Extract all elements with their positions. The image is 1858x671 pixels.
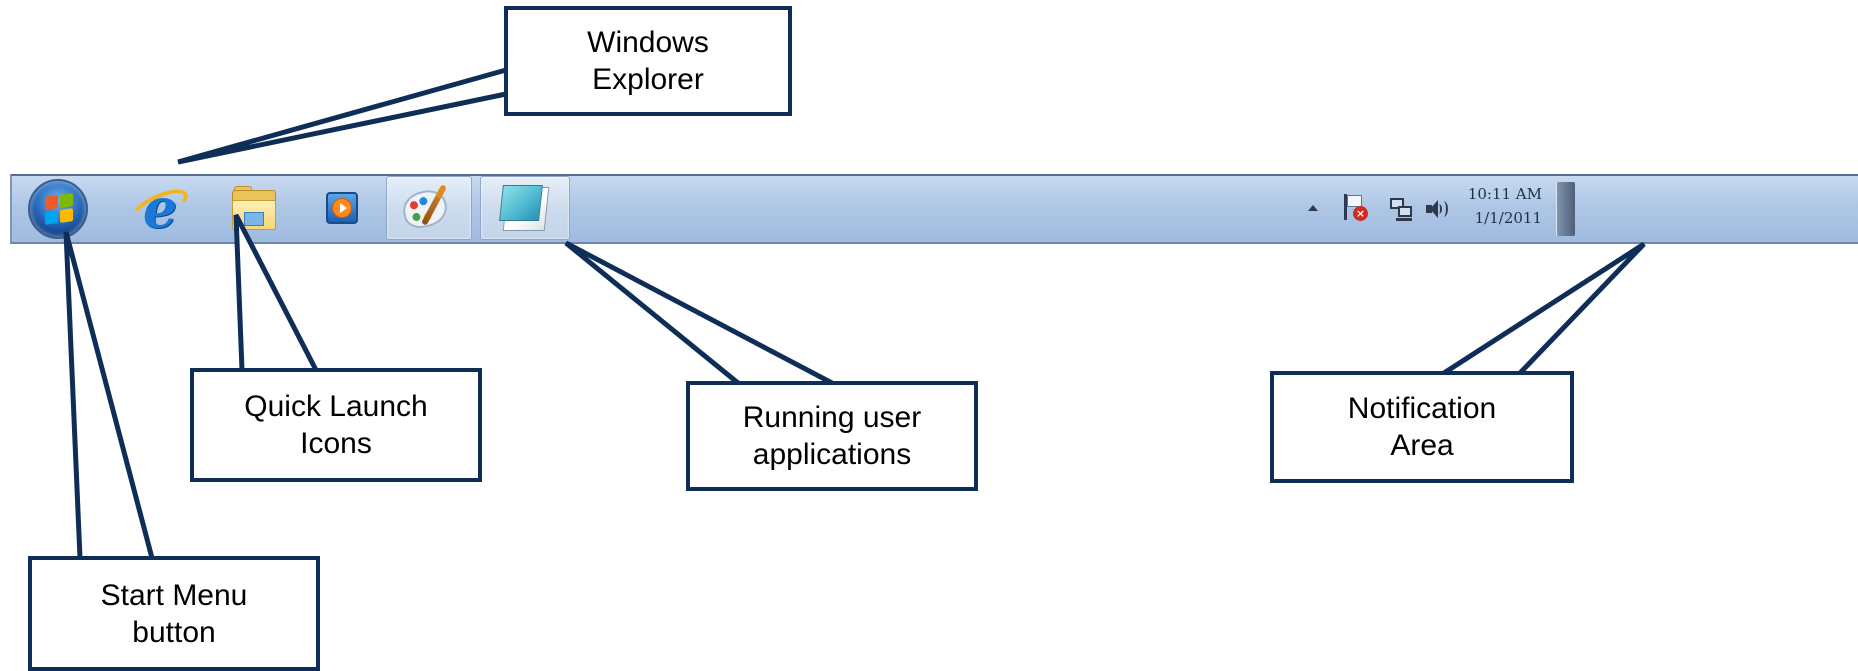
start-menu-button[interactable] xyxy=(28,179,88,239)
internet-explorer-icon[interactable]: e xyxy=(127,180,193,238)
callout-windows-explorer: Windows Explorer xyxy=(504,6,792,116)
callout-text-line: applications xyxy=(752,438,912,471)
callout-start-menu-button: Start Menu button xyxy=(28,556,320,671)
show-desktop-area xyxy=(1556,176,1858,242)
callout-text-line: Area xyxy=(1390,429,1454,462)
paint-running-button[interactable] xyxy=(386,176,472,240)
notepad-icon xyxy=(499,185,543,221)
callout-text-line: Quick Launch xyxy=(244,390,428,423)
callout-text-line: Windows xyxy=(587,26,709,59)
callout-text-line: button xyxy=(132,615,216,649)
volume-icon[interactable] xyxy=(1424,198,1452,222)
clock-time: 10:11 AM xyxy=(1467,185,1542,203)
pointer-start-menu xyxy=(63,231,155,559)
taskbar: e xyxy=(10,174,1858,244)
pointer-notification-area xyxy=(1442,241,1646,376)
callout-text-line: Icons xyxy=(300,427,372,460)
media-player-icon[interactable] xyxy=(312,180,372,238)
notification-area: × 10:11 AM 1/1/2011 xyxy=(1302,176,1552,242)
clock[interactable]: 10:11 AM 1/1/2011 xyxy=(1458,182,1542,236)
pointer-windows-explorer xyxy=(177,67,507,165)
callout-running-user-applications: Running user applications xyxy=(686,381,978,491)
callout-quick-launch-icons: Quick Launch Icons xyxy=(190,368,482,482)
callout-notification-area: Notification Area xyxy=(1270,371,1574,483)
callout-text-line: Explorer xyxy=(592,63,704,96)
windows-logo-icon xyxy=(45,193,73,225)
clock-date: 1/1/2011 xyxy=(1474,209,1542,227)
show-desktop-button[interactable] xyxy=(1556,182,1575,236)
show-hidden-icons-chevron-icon[interactable] xyxy=(1308,205,1318,211)
callout-text-line: Notification xyxy=(1347,392,1497,425)
network-icon[interactable] xyxy=(1388,196,1414,222)
callout-text-line: Start Menu xyxy=(100,578,248,612)
pointer-running-apps xyxy=(564,240,834,386)
action-center-flag-icon[interactable]: × xyxy=(1342,194,1368,222)
notepad-running-button[interactable] xyxy=(480,176,570,240)
callout-text-line: Running user xyxy=(742,401,922,434)
windows-explorer-folder-icon[interactable] xyxy=(224,180,284,238)
